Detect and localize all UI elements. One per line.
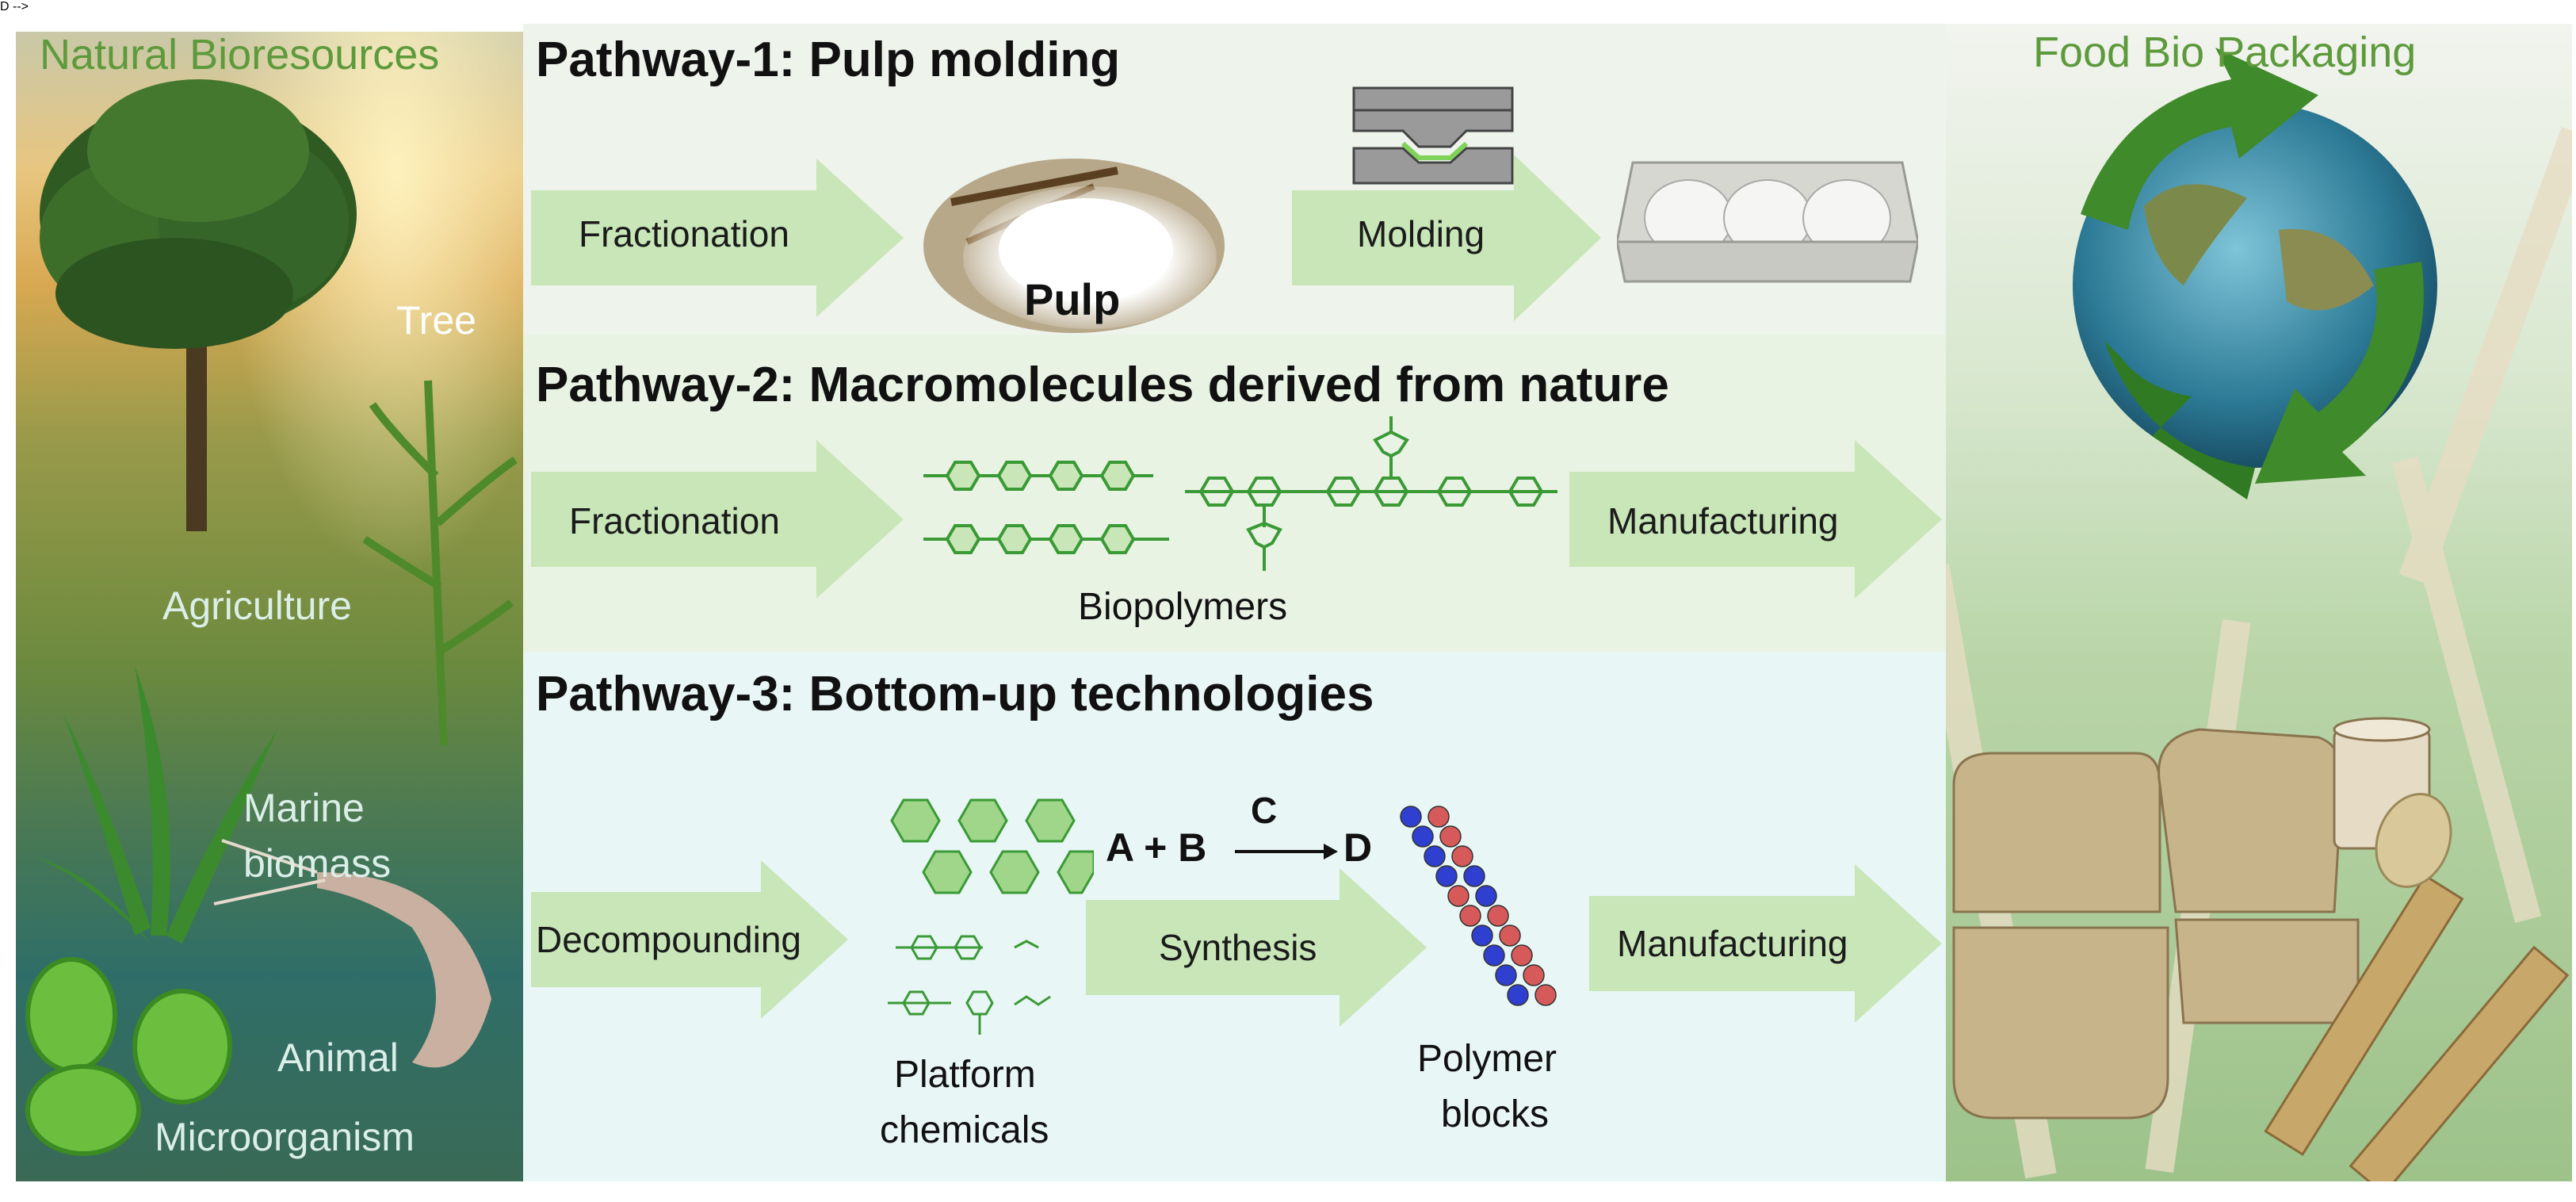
tree-label: Tree [396,298,476,343]
shrimp-image [213,839,491,1068]
microorganism-image [25,957,232,1156]
pathway3-manufacturing-label: Manufacturing [1617,923,1848,964]
chemicals-label: chemicals [880,1109,1049,1151]
reaction-reactants: A + B [1106,825,1207,870]
natural-bioresources-title: Natural Bioresources [40,31,440,78]
pathway3-manufacturing-arrow [1589,864,1942,1023]
food-bio-packaging-title: Food Bio Packaging [2033,29,2417,76]
pathway1-fractionation-label: Fractionation [579,213,789,255]
marine-label: Marine [243,786,365,830]
pathway2-manufacturing-arrow [1569,440,1942,599]
pathway2-fractionation-label: Fractionation [569,500,780,542]
platform-chemicals-structures [888,798,1094,1035]
egg-carton-image [1617,161,1918,283]
pathway2-title: Pathway-2: Macromolecules derived from n… [536,358,1669,412]
reaction-arrow-icon [1235,844,1338,859]
pathway1-molding-arrow [1292,155,1601,321]
pathway3-title: Pathway-3: Bottom-up technologies [536,667,1374,722]
corn-plant-image [362,380,518,746]
pathway1-molding-label: Molding [1357,213,1485,255]
polymer-label: Polymer [1417,1038,1557,1080]
biopolymers-label: Biopolymers [1078,586,1288,628]
natural-bioresources-panel [16,32,523,1181]
pathway2-manufacturing-label: Manufacturing [1607,500,1839,542]
food-bio-packaging-panel [1946,24,2572,1181]
pathway3-synthesis-arrow [1086,868,1427,1027]
pathway2-fractionation-arrow [531,440,904,599]
seaweed-image [32,666,277,944]
pathway3-decompounding-arrow [531,860,848,1019]
tree-image [40,79,357,531]
pulp-label: Pulp [1024,274,1121,324]
pathway3-decompounding-label: Decompounding [536,919,802,960]
luffa-sponge-image [2375,793,2452,888]
biopolymer-chain-2 [923,524,1169,554]
food-containers-image [1952,717,2431,1120]
biopolymer-structures [923,416,1557,571]
mold-icon [1352,86,1514,185]
pathway1-title: Pathway-1: Pulp molding [536,33,1121,87]
platform-label: Platform [894,1054,1036,1096]
reaction-catalyst: C [1251,790,1278,831]
animal-label: Animal [277,1035,399,1080]
biopolymer-branched [1185,416,1557,571]
pathway3-synthesis-label: Synthesis [1159,927,1317,968]
biopolymer-chain-1 [923,461,1153,491]
biomass-label: biomass [243,841,392,886]
agriculture-label: Agriculture [162,584,352,628]
pulp-image [923,159,1225,333]
blocks-label: blocks [1441,1093,1550,1135]
reaction-product: D [1343,825,1373,870]
microorganism-label: Microorganism [155,1115,415,1159]
recycling-globe-image [2073,48,2437,500]
pathway1-fractionation-arrow [531,159,904,317]
polymer-blocks-image [1400,806,1557,1006]
bamboo-sticks-image [2264,874,2570,1181]
